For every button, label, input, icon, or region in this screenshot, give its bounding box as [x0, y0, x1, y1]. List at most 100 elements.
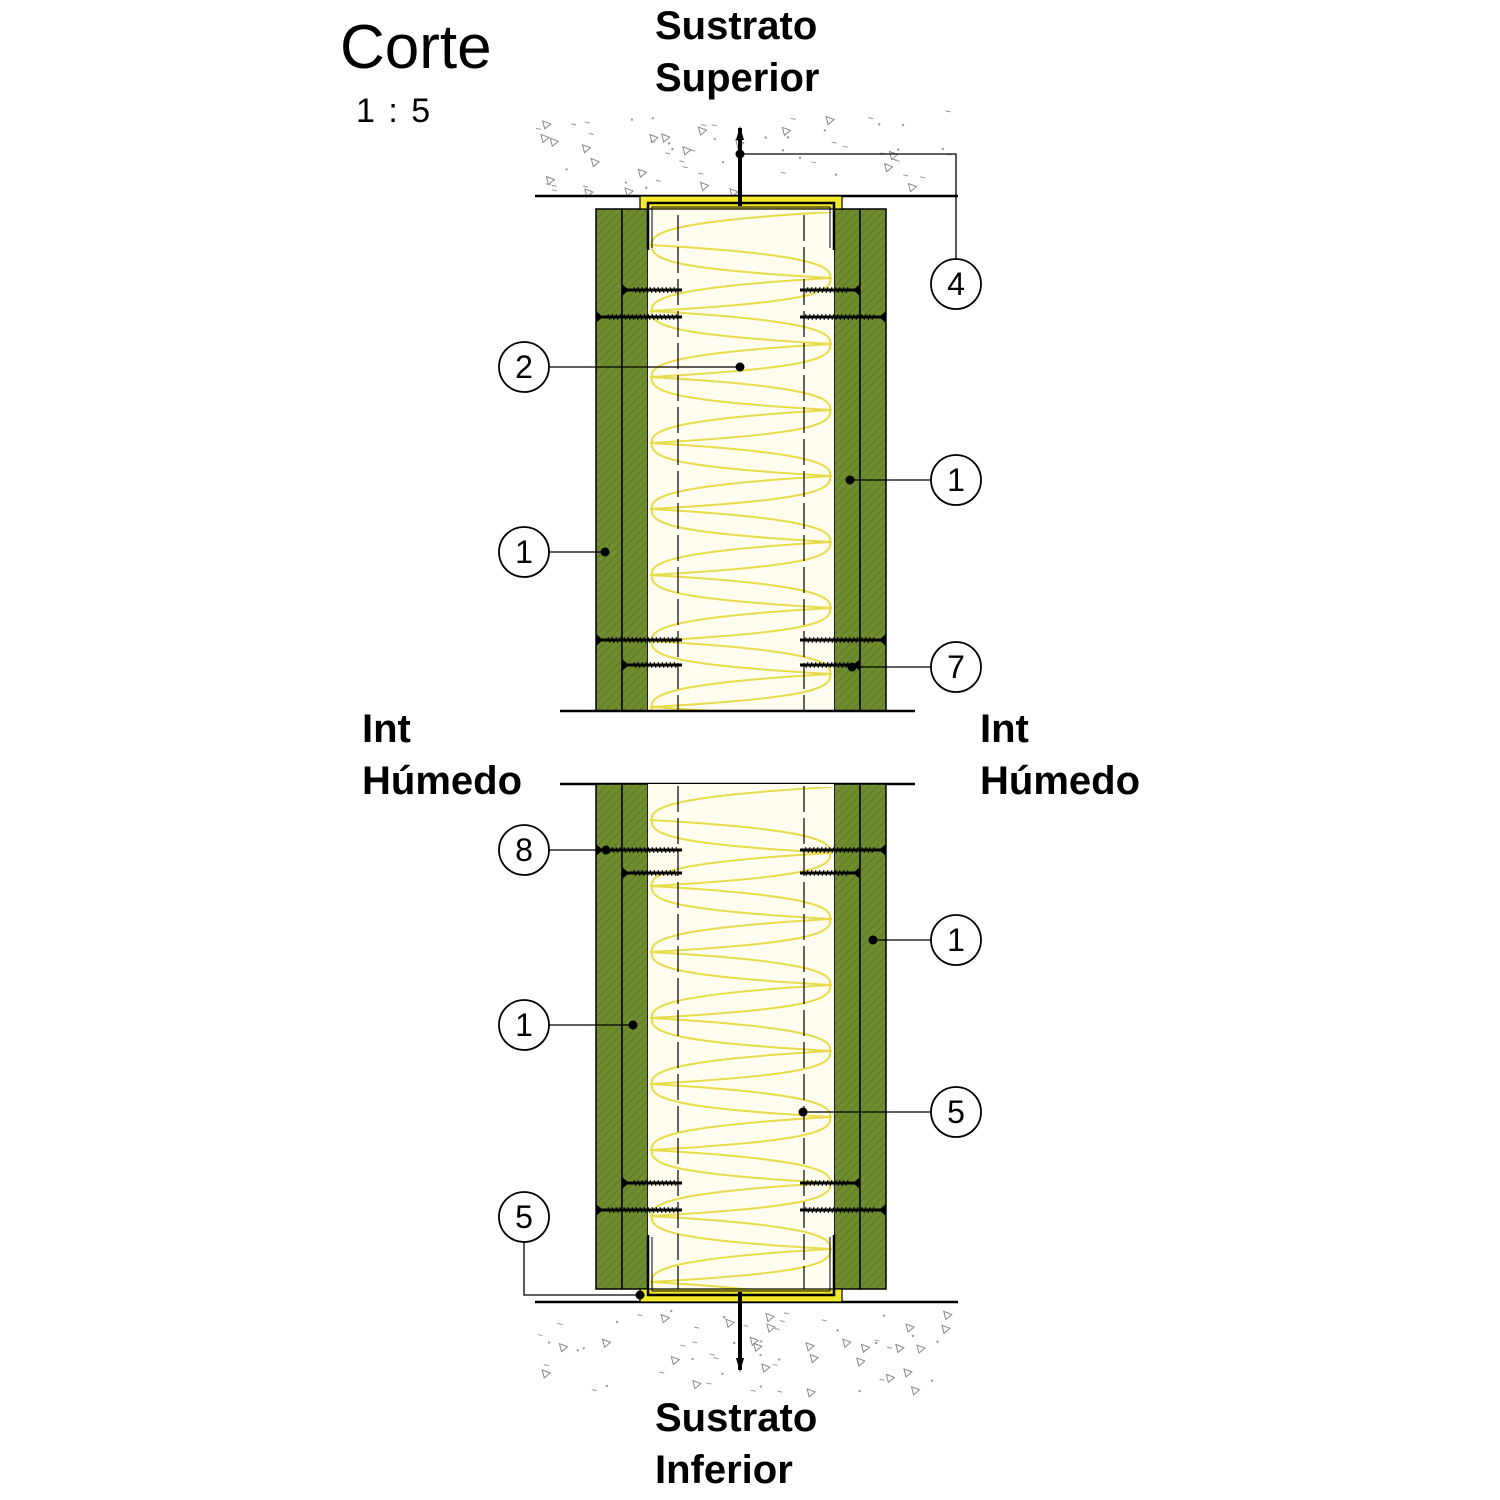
- aggregate-mark: [651, 117, 654, 120]
- board-right-outer: [859, 208, 887, 712]
- callout-number: 5: [515, 1199, 533, 1235]
- aggregate-mark: [706, 1382, 712, 1385]
- callout-circle: [498, 999, 550, 1051]
- aggregate-mark: [692, 1341, 698, 1344]
- aggregate-mark: [761, 1363, 771, 1374]
- aggregate-mark: [547, 1341, 551, 1344]
- board-left-outer: [595, 208, 623, 712]
- board-right-inner: [833, 208, 861, 712]
- screw: [800, 311, 886, 323]
- screw: [622, 1177, 682, 1189]
- aggregate-mark: [810, 161, 817, 164]
- section-title: Corte: [340, 13, 492, 82]
- aggregate-mark: [542, 120, 552, 130]
- callout-circle: [498, 526, 550, 578]
- aggregate-mark: [660, 133, 671, 143]
- aggregate-mark: [905, 1323, 916, 1333]
- callout-marker: 1: [498, 999, 638, 1051]
- aggregate-mark: [766, 1323, 776, 1333]
- aggregate-mark: [778, 1358, 781, 1361]
- right-side-label-line2: Húmedo: [980, 759, 1140, 803]
- aggregate-mark: [725, 1318, 736, 1329]
- screw: [622, 284, 682, 296]
- screw: [800, 284, 860, 296]
- leader-dot: [845, 475, 855, 485]
- aggregate-mark: [897, 148, 900, 151]
- aggregate-mark: [630, 118, 634, 121]
- screw: [800, 1204, 886, 1216]
- screw: [596, 634, 682, 646]
- callout-marker: 4: [735, 149, 982, 310]
- callout-marker: 2: [498, 341, 745, 393]
- aggregate-mark: [543, 1364, 549, 1367]
- aggregate-mark: [786, 136, 790, 139]
- aggregate-mark: [582, 1347, 585, 1350]
- aggregate-mark: [551, 189, 557, 192]
- aggregate-mark: [729, 188, 740, 198]
- aggregate-mark: [920, 176, 926, 179]
- aggregate-mark: [779, 1320, 785, 1323]
- aggregate-mark: [583, 185, 589, 188]
- aggregate-mark: [671, 147, 674, 151]
- callout-number: 1: [515, 534, 533, 570]
- board-right-inner: [833, 783, 861, 1290]
- callout-marker: 1: [845, 454, 982, 506]
- aggregate-mark: [825, 115, 836, 126]
- aggregate-mark: [541, 1369, 552, 1379]
- screw: [622, 867, 682, 879]
- aggregate-mark: [743, 1324, 749, 1327]
- aggregate-mark: [772, 1363, 778, 1366]
- aggregate-mark: [842, 145, 848, 148]
- leader-dot: [847, 662, 857, 672]
- aggregate-mark: [682, 166, 688, 169]
- board-left-inner: [621, 783, 649, 1290]
- aggregate-mark: [721, 1372, 724, 1375]
- callout-circle: [930, 641, 982, 693]
- screw: [596, 1204, 682, 1216]
- callout-circle: [498, 1191, 550, 1243]
- aggregate-mark: [936, 1340, 939, 1343]
- aggregate-mark: [781, 126, 792, 137]
- callout-number: 1: [947, 462, 965, 498]
- callout-circle: [930, 1086, 982, 1138]
- aggregate-mark: [860, 1343, 871, 1354]
- aggregate-mark: [916, 1344, 926, 1354]
- drywall-screws: [596, 284, 886, 1216]
- aggregate-mark: [879, 1378, 885, 1381]
- aggregate-mark: [858, 1389, 861, 1393]
- aggregate-mark: [670, 1309, 673, 1313]
- aggregate-mark: [540, 133, 550, 144]
- aggregate-mark: [764, 136, 767, 139]
- callout-number: 2: [515, 349, 533, 385]
- aggregate-mark: [565, 168, 568, 171]
- board-left-inner: [621, 208, 649, 712]
- aggregate-mark: [682, 145, 692, 156]
- callout-circle: [930, 454, 982, 506]
- upper-substrate-label: Sustrato Superior: [655, 0, 819, 104]
- aggregate-mark: [903, 174, 909, 177]
- aggregate-mark: [903, 1368, 913, 1378]
- aggregate-mark: [601, 1338, 612, 1349]
- callout-circle: [930, 258, 982, 310]
- aggregate-mark: [691, 1357, 694, 1361]
- screw: [622, 659, 682, 671]
- aggregate-mark: [624, 181, 628, 184]
- aggregate-mark: [874, 1339, 880, 1342]
- aggregate-mark: [752, 1342, 763, 1353]
- aggregate-mark: [941, 1324, 951, 1335]
- aggregate-mark: [886, 1346, 893, 1349]
- leader-dot: [868, 935, 878, 945]
- leader-dot: [798, 1107, 808, 1117]
- aggregate-mark: [823, 129, 826, 132]
- callout-marker: 7: [847, 641, 982, 693]
- aggregate-mark: [831, 141, 837, 144]
- aggregate-mark: [783, 1312, 789, 1315]
- upper-wall-segment: [595, 126, 887, 712]
- aggregate-mark: [709, 1353, 715, 1356]
- aggregate-mark: [907, 182, 918, 193]
- screw: [596, 311, 682, 323]
- callout-marker: 5: [498, 1191, 645, 1300]
- aggregate-mark: [883, 162, 894, 173]
- aggregate-mark: [774, 1328, 780, 1331]
- callout-marker: 8: [498, 824, 611, 876]
